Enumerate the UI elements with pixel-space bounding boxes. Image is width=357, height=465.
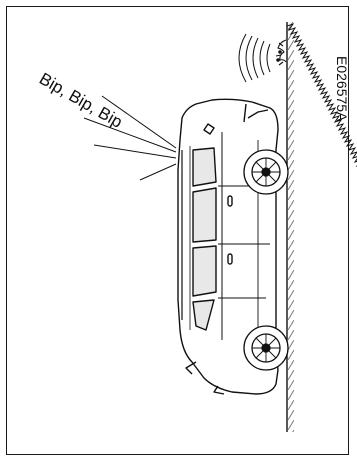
sound-wave-icon — [239, 34, 270, 82]
front-wheel — [244, 150, 288, 194]
obstacle-icon — [276, 40, 286, 65]
sound-text: Bip, Bip, Bip — [36, 69, 126, 132]
rear-wheel — [244, 326, 288, 370]
